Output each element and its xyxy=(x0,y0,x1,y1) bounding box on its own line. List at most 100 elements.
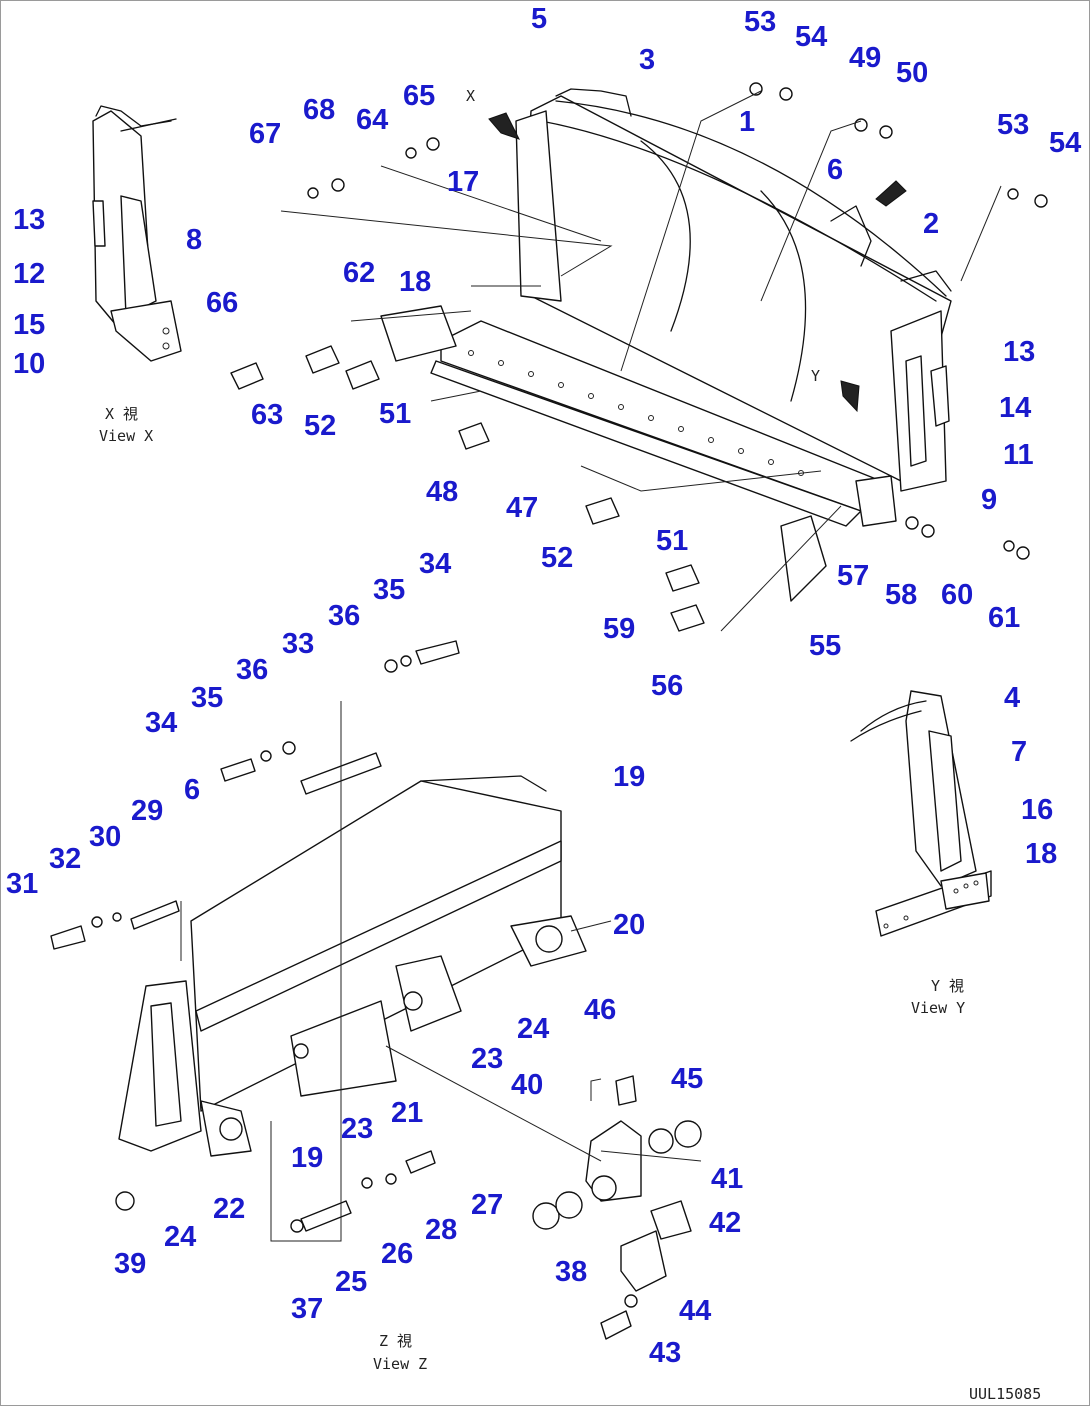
view-x-caption: View X xyxy=(99,427,153,445)
view-y-drawing xyxy=(850,690,992,937)
callout-25: 25 xyxy=(335,1266,367,1298)
callout-61: 61 xyxy=(988,602,1020,634)
callout-2: 2 xyxy=(923,208,939,240)
drawing-part-number: UUL15085 xyxy=(969,1385,1041,1403)
callout-34: 34 xyxy=(419,548,451,580)
callout-35: 35 xyxy=(373,574,405,606)
arrow-x-label: X xyxy=(466,87,475,105)
callout-6: 6 xyxy=(827,154,843,186)
callout-34b: 34 xyxy=(145,707,177,739)
callout-46: 46 xyxy=(584,994,616,1026)
view-z-drawing xyxy=(50,640,702,1340)
callout-65: 65 xyxy=(403,80,435,112)
callout-49: 49 xyxy=(849,42,881,74)
callout-56: 56 xyxy=(651,670,683,702)
callout-4: 4 xyxy=(1004,682,1020,714)
callout-52b: 52 xyxy=(541,542,573,574)
callout-22: 22 xyxy=(213,1193,245,1225)
callout-23: 23 xyxy=(471,1043,503,1075)
callout-38: 38 xyxy=(555,1256,587,1288)
callout-18b: 18 xyxy=(1025,838,1057,870)
callout-12: 12 xyxy=(13,258,45,290)
callout-41: 41 xyxy=(711,1163,743,1195)
callout-47: 47 xyxy=(506,492,538,524)
callout-66: 66 xyxy=(206,287,238,319)
callout-17: 17 xyxy=(447,166,479,198)
callout-13: 13 xyxy=(13,204,45,236)
callout-55: 55 xyxy=(809,630,841,662)
callout-31: 31 xyxy=(6,868,38,900)
callout-14: 14 xyxy=(999,392,1031,424)
callout-50: 50 xyxy=(896,57,928,89)
view-y-label: Y 視 xyxy=(931,977,964,995)
callout-5: 5 xyxy=(531,3,547,35)
callout-39: 39 xyxy=(114,1248,146,1280)
callout-43: 43 xyxy=(649,1337,681,1369)
callout-60: 60 xyxy=(941,579,973,611)
callout-51b: 51 xyxy=(656,525,688,557)
callout-16: 16 xyxy=(1021,794,1053,826)
callout-59: 59 xyxy=(603,613,635,645)
callout-40: 40 xyxy=(511,1069,543,1101)
callout-19: 19 xyxy=(613,761,645,793)
callout-23b: 23 xyxy=(341,1113,373,1145)
callout-10: 10 xyxy=(13,348,45,380)
callout-9: 9 xyxy=(981,484,997,516)
callout-67: 67 xyxy=(249,118,281,150)
callout-19b: 19 xyxy=(291,1142,323,1174)
callout-18: 18 xyxy=(399,266,431,298)
callout-54: 54 xyxy=(795,21,827,53)
callout-21: 21 xyxy=(391,1097,423,1129)
callout-11: 11 xyxy=(1003,439,1034,471)
callout-63: 63 xyxy=(251,399,283,431)
callout-33: 33 xyxy=(282,628,314,660)
callout-52: 52 xyxy=(304,410,336,442)
callout-36b: 36 xyxy=(236,654,268,686)
callout-32: 32 xyxy=(49,843,81,875)
callout-15: 15 xyxy=(13,309,45,341)
callout-42: 42 xyxy=(709,1207,741,1239)
callout-labels: 1 2 3 4 5 6 6 7 8 9 10 11 12 13 13 14 15… xyxy=(6,3,1081,1369)
callout-53: 53 xyxy=(744,6,776,38)
callout-27: 27 xyxy=(471,1189,503,1221)
callout-28: 28 xyxy=(425,1214,457,1246)
view-captions: X 視 View X Y 視 View Y Z 視 View Z X Y UUL… xyxy=(99,87,1041,1403)
callout-29: 29 xyxy=(131,795,163,827)
callout-7: 7 xyxy=(1011,736,1027,768)
callout-35b: 35 xyxy=(191,682,223,714)
callout-44: 44 xyxy=(679,1295,711,1327)
view-z-label: Z 視 xyxy=(379,1332,412,1350)
callout-24: 24 xyxy=(517,1013,549,1045)
blade-drawing xyxy=(230,82,1048,632)
view-z-arrow-icon xyxy=(875,180,907,207)
callout-13b: 13 xyxy=(1003,336,1035,368)
arrow-y-label: Y xyxy=(811,367,820,385)
callout-6b: 6 xyxy=(184,774,200,806)
callout-57: 57 xyxy=(837,560,869,592)
view-x-label: X 視 xyxy=(105,405,138,423)
callout-24b: 24 xyxy=(164,1221,196,1253)
callout-26: 26 xyxy=(381,1238,413,1270)
callout-8: 8 xyxy=(186,224,202,256)
callout-20: 20 xyxy=(613,909,645,941)
callout-45: 45 xyxy=(671,1063,703,1095)
callout-36: 36 xyxy=(328,600,360,632)
view-y-caption: View Y xyxy=(911,999,965,1017)
view-x-arrow-icon xyxy=(488,112,520,140)
view-y-arrow-icon xyxy=(840,380,860,413)
callout-48: 48 xyxy=(426,476,458,508)
callout-58: 58 xyxy=(885,579,917,611)
callout-54b: 54 xyxy=(1049,127,1081,159)
callout-3: 3 xyxy=(639,44,655,76)
callout-68: 68 xyxy=(303,94,335,126)
callout-1: 1 xyxy=(739,106,755,138)
view-z-caption: View Z xyxy=(373,1355,427,1373)
callout-51: 51 xyxy=(379,398,411,430)
view-x-drawing xyxy=(92,105,182,362)
callout-53b: 53 xyxy=(997,109,1029,141)
callout-37: 37 xyxy=(291,1293,323,1325)
callout-64: 64 xyxy=(356,104,388,136)
callout-30: 30 xyxy=(89,821,121,853)
